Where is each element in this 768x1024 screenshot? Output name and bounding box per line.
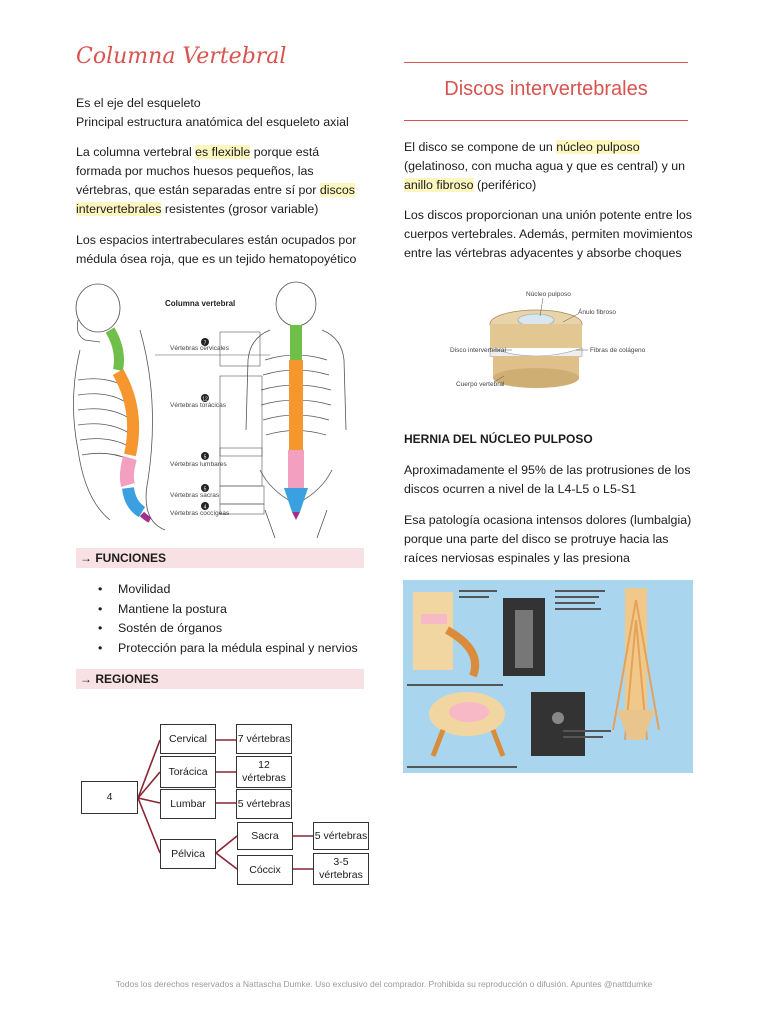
footer-copyright: Todos los derechos reservados a Nattasch… [115, 979, 653, 989]
discos-function-paragraph: Los discos proporcionan una unión potent… [404, 208, 693, 260]
disco-composition-paragraph: El disco se compone de un núcleo pulposo… [404, 140, 686, 192]
hernia-heading: HERNIA DEL NÚCLEO PULPOSO [404, 432, 593, 446]
hernia-transverse-drawing [429, 692, 585, 757]
highlight-nucleo: núcleo pulposo [556, 140, 640, 154]
label-coccigeas: Vértebras coccígeas [170, 510, 230, 517]
highlight-anillo: anillo fibroso [404, 178, 474, 192]
posterior-spine-drawing [284, 325, 308, 520]
tree-cervical-count: 7 vértebras [236, 724, 292, 754]
tree-sacra: Sacra [237, 822, 293, 850]
discos-title: Discos intervertebrales [444, 78, 648, 100]
tree-coccix: Cóccix [237, 855, 293, 885]
tree-root: 4 [81, 781, 138, 814]
svg-text:7: 7 [204, 341, 207, 347]
medula-paragraph: Los espacios intertrabeculares están ocu… [76, 233, 357, 266]
funciones-header: → FUNCIONES [76, 548, 364, 568]
lateral-spine-drawing [105, 327, 152, 523]
flexible-paragraph: La columna vertebral es flexible porque … [76, 145, 355, 216]
disc-figure: Núcleo pulposo Ánulo fibroso Disco inter… [450, 291, 646, 388]
tree-sacra-count: 5 vértebras [313, 822, 369, 850]
tree-toracica-count: 12 vértebras [236, 756, 292, 788]
hernia-figure [403, 580, 693, 773]
tree-cervical: Cervical [160, 724, 216, 754]
label-sacras: Vértebras sacras [170, 492, 220, 499]
list-item: Movilidad [98, 580, 398, 600]
title-rule-top [404, 62, 688, 63]
intro-line-1: Es el eje del esqueleto [76, 96, 201, 110]
label-fibras-colageno: Fibras de colágeno [590, 347, 646, 354]
label-disco-intervertebral: Disco intervertebral [450, 347, 507, 354]
vertebra-disc-drawing [489, 309, 583, 388]
spine-figure: Columna vertebral 7 12 5 5 4 Vértebras c… [70, 280, 370, 538]
funciones-list: Movilidad Mantiene la postura Sostén de … [94, 580, 398, 658]
regiones-header: → REGIONES [76, 669, 364, 689]
hernia-paragraph-2: Esa patología ocasiona intensos dolores … [404, 513, 692, 565]
label-nucleo-pulposo: Núcleo pulposo [526, 291, 571, 298]
tree-toracica: Torácica [160, 756, 216, 788]
cauda-equina-drawing [612, 588, 660, 741]
highlight-flexible: es flexible [195, 145, 251, 159]
hernia-paragraph-1: Aproximadamente el 95% de las protrusion… [404, 463, 691, 496]
figure-number-markers: 7 12 5 5 4 [201, 338, 209, 511]
page-title: Columna Vertebral [76, 44, 287, 69]
label-toracicas: Vértebras torácicas [170, 402, 227, 409]
svg-text:5: 5 [204, 455, 207, 461]
label-cuerpo-vertebral: Cuerpo vertebral [456, 381, 505, 388]
tree-pelvica: Pélvica [160, 839, 216, 869]
list-item: Protección para la médula espinal y nerv… [98, 639, 398, 659]
svg-text:5: 5 [204, 487, 207, 493]
tree-lumbar-count: 5 vértebras [236, 789, 292, 819]
label-anulo-fibroso: Ánulo fibroso [578, 307, 616, 316]
list-item: Sostén de órganos [98, 619, 398, 639]
tree-coccix-count: 3-5 vértebras [313, 853, 369, 885]
tree-lumbar: Lumbar [160, 789, 216, 819]
figure-brackets [155, 331, 270, 515]
svg-text:4: 4 [204, 505, 207, 511]
label-cervicales: Vértebras cervicales [170, 345, 230, 352]
list-item: Mantiene la postura [98, 600, 398, 620]
figure-title: Columna vertebral [165, 299, 235, 308]
intro-line-2: Principal estructura anatómica del esque… [76, 115, 349, 129]
title-rule-bottom [404, 120, 688, 121]
svg-text:12: 12 [202, 397, 208, 403]
label-lumbares: Vértebras lumbares [170, 461, 227, 468]
hernia-sagittal-drawing [413, 592, 545, 678]
